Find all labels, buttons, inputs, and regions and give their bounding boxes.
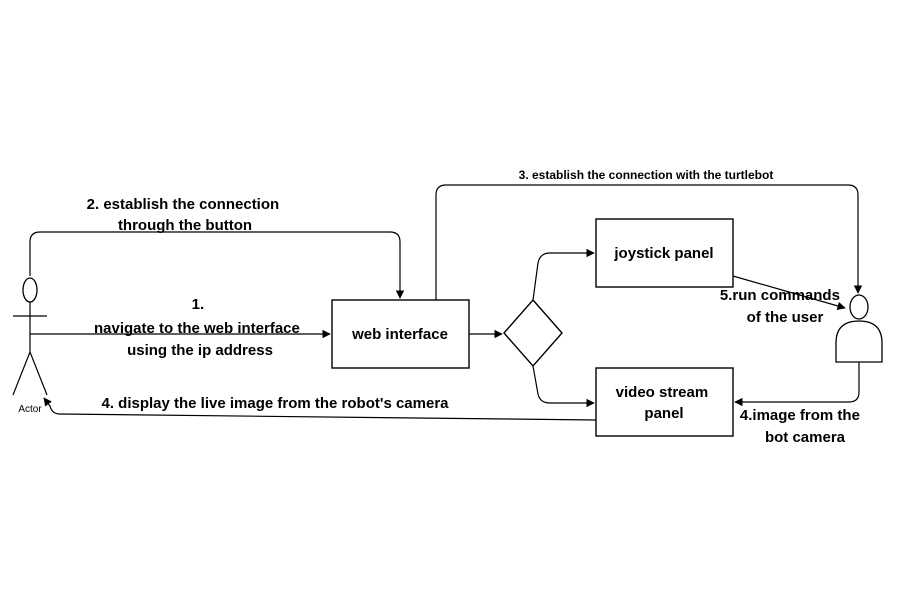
user-body [835, 320, 883, 363]
edge-establish-turtlebot [435, 184, 863, 300]
step4-image-label: 4.image from the bot camera [740, 407, 864, 446]
step5-label: 5.run commands of the user [720, 287, 844, 326]
step2-label-line2: through the button [118, 217, 252, 234]
user-head [849, 294, 869, 320]
edge-run-commands [732, 275, 846, 310]
step5-label-line2: of the user [747, 309, 824, 326]
step2-label-line1: 2. establish the connection [87, 196, 280, 213]
edge-image-from-camera [734, 362, 860, 407]
actor-left-leg [12, 351, 31, 396]
web-interface-label: web interface [351, 326, 448, 343]
step3-label: 3. establish the connection with the tur… [519, 168, 774, 182]
edge-establish-button [29, 231, 405, 299]
decision-diamond [503, 298, 563, 368]
joystick-panel-node [595, 218, 734, 288]
video-stream-panel-node [595, 367, 734, 437]
step1-label-line3: using the ip address [127, 342, 273, 359]
step4-display-label: 4. display the live image from the robot… [101, 395, 449, 412]
step1-label-line2: navigate to the web interface [94, 320, 300, 337]
step1-label: 1. navigate to the web interface using t… [94, 296, 304, 359]
web-interface-node [331, 299, 470, 369]
joystick-panel-label: joystick panel [613, 245, 713, 262]
step4-image-label-line2: bot camera [765, 429, 846, 446]
user-figure [835, 294, 883, 363]
step2-label: 2. establish the connection through the … [87, 196, 284, 234]
edge-decision-to-joystick [532, 248, 595, 301]
edge-display-live-image [43, 397, 597, 421]
step1-label-line1: 1. [192, 296, 205, 313]
actor-head [22, 277, 38, 303]
video-stream-panel-label-line2: panel [644, 405, 683, 422]
video-stream-panel-label: video stream panel [616, 384, 713, 422]
actor-right-leg [29, 351, 48, 396]
actor-figure [12, 277, 48, 396]
actor-label: Actor [18, 404, 42, 415]
video-stream-panel-label-line1: video stream [616, 384, 709, 401]
step5-label-line1: 5.run commands [720, 287, 840, 304]
step4-image-label-line1: 4.image from the [740, 407, 860, 424]
edge-decision-to-video [532, 365, 595, 408]
